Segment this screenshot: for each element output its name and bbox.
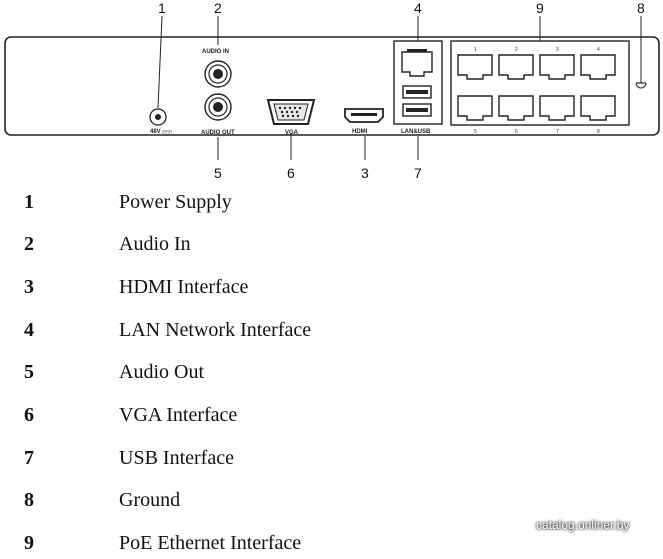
legend-number: 2 [24, 233, 34, 255]
callout-7: 7 [414, 165, 422, 181]
poe-port-7 [539, 95, 575, 121]
legend-label: PoE Ethernet Interface [119, 532, 302, 554]
callout-9: 9 [536, 0, 544, 16]
poe-port-5 [457, 95, 493, 121]
rear-panel-diagram: 1 2 4 9 8 5 6 3 7 48V AUDIO IN AUDI [4, 0, 660, 181]
callout-2: 2 [214, 0, 222, 16]
legend-number: 5 [24, 361, 34, 383]
power-connector: 48V [149, 108, 172, 135]
poe-port-number: 5 [474, 129, 477, 135]
legend-number: 3 [24, 276, 34, 298]
legend-number: 1 [24, 191, 34, 213]
legend-label: HDMI Interface [119, 276, 249, 298]
legend-number: 4 [24, 319, 34, 341]
poe-port-1 [457, 54, 493, 80]
poe-port-number: 1 [474, 47, 477, 53]
audio-in-jack [204, 60, 232, 88]
poe-port-number: 2 [515, 47, 518, 53]
poe-ports: 1 2 3 4 5 6 7 8 [457, 47, 616, 135]
legend-label: USB Interface [119, 447, 234, 469]
usb-port-1 [402, 85, 432, 99]
poe-port-6 [498, 95, 534, 121]
legend-number: 8 [24, 489, 34, 511]
audio-out-jack [204, 93, 232, 121]
hdmi-label: HDMI [352, 129, 368, 135]
callout-5: 5 [214, 165, 222, 181]
audio-in-label: AUDIO IN [202, 49, 229, 55]
callout-6: 6 [287, 165, 295, 181]
legend-label: Power Supply [119, 191, 232, 213]
poe-port-4 [580, 54, 616, 80]
audio-out-label: AUDIO OUT [201, 130, 235, 136]
poe-port-8 [580, 95, 616, 121]
poe-port-number: 8 [597, 129, 600, 135]
poe-port-number: 3 [556, 47, 559, 53]
callout-3: 3 [361, 165, 369, 181]
watermark: catalog.onliner.by [536, 518, 630, 532]
ground-terminal [635, 78, 647, 89]
poe-port-2 [498, 54, 534, 80]
poe-port-3 [539, 54, 575, 80]
lan-usb-label: LAN&USB [401, 129, 431, 135]
legend-label: LAN Network Interface [119, 319, 312, 341]
poe-port-number: 6 [515, 129, 518, 135]
vga-port [266, 99, 316, 125]
poe-port-number: 7 [556, 129, 559, 135]
legend-label: Ground [119, 489, 181, 511]
legend-label: Audio In [119, 233, 191, 255]
legend-number: 6 [24, 404, 34, 426]
hdmi-port [344, 108, 384, 123]
legend-number: 7 [24, 447, 34, 469]
usb-port-2 [402, 103, 432, 117]
poe-port-number: 4 [597, 47, 600, 53]
power-label: 48V [150, 129, 161, 135]
legend-number: 9 [24, 532, 34, 554]
callout-4: 4 [414, 0, 422, 16]
lan-usb-block [393, 40, 443, 125]
lan-port [401, 49, 433, 77]
vga-label: VGA [285, 130, 299, 136]
callout-1: 1 [158, 0, 166, 16]
callout-8: 8 [637, 0, 645, 16]
legend-label: Audio Out [119, 361, 204, 383]
legend-label: VGA Interface [119, 404, 238, 426]
